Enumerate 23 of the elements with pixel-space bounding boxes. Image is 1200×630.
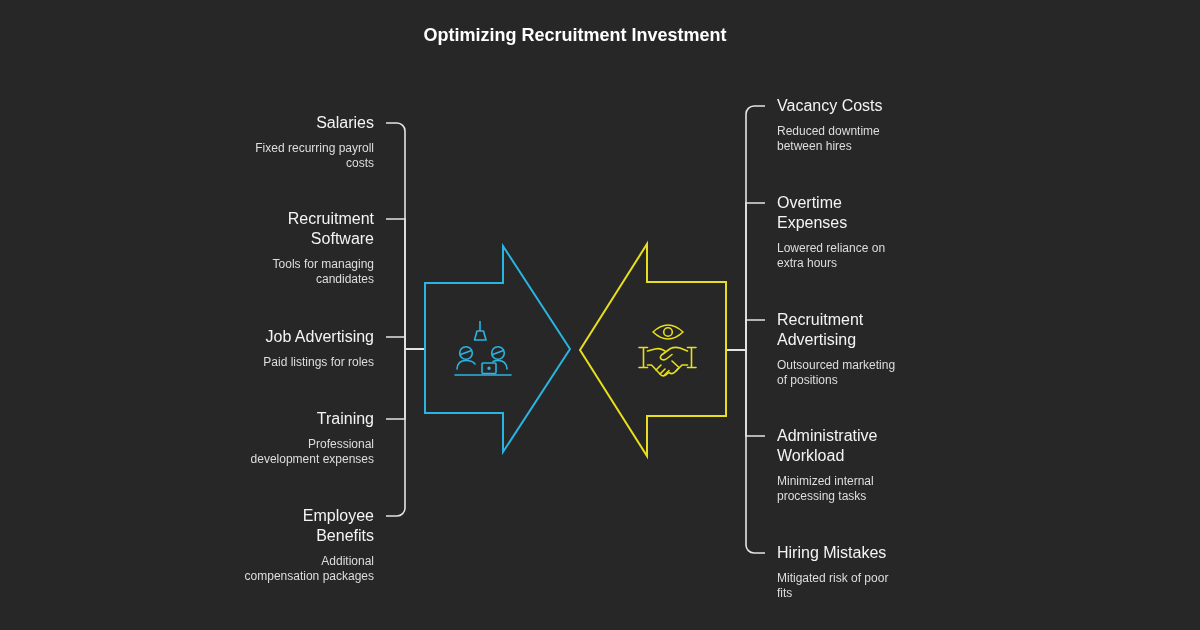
item-description: Paid listings for roles (262, 355, 374, 370)
item-description: Minimized internal processing tasks (777, 474, 875, 504)
diagram-title: Optimizing Recruitment Investment (423, 24, 727, 46)
item-heading: Recruitment Advertising (777, 310, 865, 350)
item-heading: Hiring Mistakes (777, 543, 888, 563)
item-description: Lowered reliance on extra hours (777, 241, 887, 271)
connector-line (726, 349, 766, 554)
item-description: Outsourced marketing of positions (777, 358, 897, 388)
item-description: Fixed recurring payroll costs (254, 141, 374, 171)
item-heading: Vacancy Costs (777, 96, 884, 116)
item-description: Mitigated risk of poor fits (777, 571, 890, 601)
item-heading: Job Advertising (264, 327, 374, 347)
item-description: Reduced downtime between hires (777, 124, 881, 154)
connector-line (385, 348, 425, 517)
item-heading: Salaries (315, 113, 374, 133)
item-heading: Employee Benefits (301, 506, 374, 546)
item-heading: Training (315, 409, 374, 429)
item-heading: Administrative Workload (777, 426, 879, 466)
item-heading: Recruitment Software (286, 209, 374, 249)
item-description: Professional development expenses (249, 437, 374, 467)
item-description: Tools for managing candidates (271, 257, 374, 287)
item-heading: Overtime Expenses (777, 193, 849, 233)
item-description: Additional compensation packages (243, 554, 374, 584)
